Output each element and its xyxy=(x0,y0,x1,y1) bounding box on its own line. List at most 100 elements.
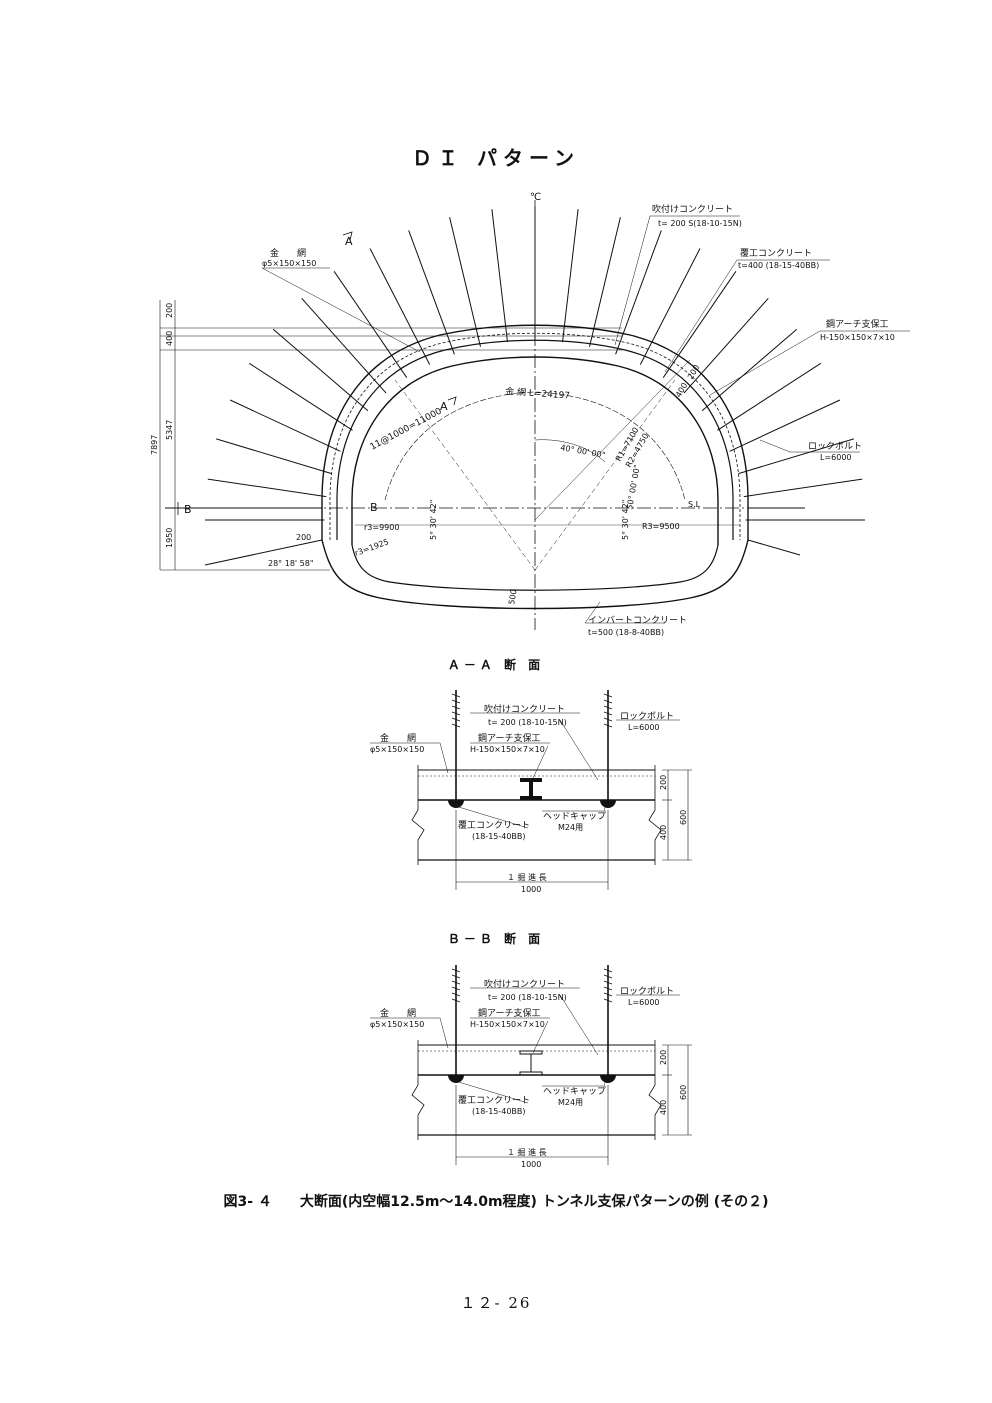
rockbolt-label: ロックボルト xyxy=(808,441,862,452)
aa-shotcrete-label: 吹付けコンクリート xyxy=(484,703,565,715)
section-aa-title: Ａ－Ａ 断 面 xyxy=(447,658,545,672)
angle-5-right-label: 5° 30' 42" xyxy=(621,500,630,540)
mesh-arc-line xyxy=(384,391,686,501)
lining-outer-line xyxy=(336,339,734,540)
rockbolt-line xyxy=(369,248,431,365)
aa-steel-label: 鋼アーチ支保工 xyxy=(478,732,540,744)
aa-lining-spec: (18-15-40BB) xyxy=(472,832,526,841)
aa-dim-400: 400 xyxy=(659,825,668,840)
bolt-threads xyxy=(451,968,613,1003)
springline-label: S.L xyxy=(688,500,701,509)
bb-mesh-label: 金 網 xyxy=(380,1007,416,1019)
rockbolt-line xyxy=(449,217,481,347)
rockbolt-line xyxy=(639,248,701,365)
rockbolt-spec: L=6000 xyxy=(820,453,852,462)
section-b-marker-mid: B xyxy=(370,501,378,514)
dim-1950: 1950 xyxy=(165,528,174,548)
section-a-marker-top: A xyxy=(345,235,353,248)
shotcrete-spec: t= 200 S(18-10-15N) xyxy=(658,219,742,228)
aa-mesh-label: 金 網 xyxy=(380,732,416,744)
shotcrete-label: 吹付けコンクリート xyxy=(652,203,733,215)
head-cap-left xyxy=(448,1075,464,1083)
dim-200-lower-left: 200 xyxy=(296,533,311,542)
invert-outer-line xyxy=(321,539,749,610)
steel-arch-label: 鋼アーチ支保工 xyxy=(826,318,888,330)
angle-40-label: 40° 00' 00" xyxy=(560,443,606,460)
bb-steel-label: 鋼アーチ支保工 xyxy=(478,1007,540,1019)
rockbolt-line xyxy=(248,362,353,431)
bb-mesh-spec: φ5×150×150 xyxy=(370,1020,424,1029)
page-title: ＤＩ パターン xyxy=(412,146,580,170)
centerline-mark: ℃ xyxy=(530,192,541,203)
head-cap-right xyxy=(600,1075,616,1083)
rockbolt-line xyxy=(729,399,841,452)
aa-mesh-spec: φ5×150×150 xyxy=(370,745,424,754)
shotcrete-band xyxy=(329,332,741,540)
page-number: １２- 26 xyxy=(460,1294,532,1312)
invert-label: インバートコンクリート xyxy=(588,615,687,626)
rockbolt-line xyxy=(738,438,854,475)
section-bb-diagram: 200 400 600 １ 掘 進 長 1000 吹付けコンクリート t= 20… xyxy=(370,965,692,1169)
figure-caption: 図3- ４ 大断面(内空幅12.5m～14.0m程度) トンネル支保パターンの例… xyxy=(223,1194,769,1210)
aa-lining-label: 覆工コンクリート xyxy=(458,820,530,831)
rockbolt-line xyxy=(683,297,769,394)
bb-headcap-label: ヘッドキャップ xyxy=(543,1086,606,1097)
dim-7897: 7897 xyxy=(150,435,159,455)
aa-rockbolt-label: ロックボルト xyxy=(620,711,674,722)
wire-mesh-spec: φ5×150×150 xyxy=(262,259,316,268)
aa-rockbolt-spec: L=6000 xyxy=(628,723,660,732)
bb-rockbolt-spec: L=6000 xyxy=(628,998,660,1007)
angle-5-left-label: 5° 30' 42" xyxy=(429,500,438,540)
steel-arch-spec: H-150×150×7×10 xyxy=(820,333,895,342)
rockbolt-line xyxy=(207,478,327,498)
invert-inner-line xyxy=(351,544,719,591)
shotcrete-outer-line xyxy=(321,324,749,540)
lining-label: 覆工コンクリート xyxy=(740,248,812,259)
aa-advance-value: 1000 xyxy=(521,885,541,894)
bb-advance-value: 1000 xyxy=(521,1160,541,1169)
dim-200-left: 200 xyxy=(165,303,174,318)
aa-dim-600: 600 xyxy=(679,810,688,825)
aa-shotcrete-spec: t= 200 (18-10-15N) xyxy=(488,718,567,727)
aa-advance-label: １ 掘 進 長 xyxy=(507,873,547,882)
wire-mesh-label: 金 網 xyxy=(270,247,306,259)
head-cap-right xyxy=(600,800,616,808)
bb-headcap-spec: M24用 xyxy=(558,1098,583,1107)
bb-dim-600: 600 xyxy=(679,1085,688,1100)
bb-dim-200: 200 xyxy=(659,1050,668,1065)
section-b-marker-left: B xyxy=(184,503,192,516)
bb-steel-spec: H-150×150×7×10 xyxy=(470,1020,545,1029)
rockbolt-line xyxy=(562,209,579,343)
aa-steel-spec: H-150×150×7×10 xyxy=(470,745,545,754)
bb-lining-label: 覆工コンクリート xyxy=(458,1095,530,1106)
invert-spec: t=500 (18-8-40BB) xyxy=(588,628,664,637)
bb-shotcrete-label: 吹付けコンクリート xyxy=(484,978,565,990)
dim-400-left: 400 xyxy=(165,331,174,346)
rockbolt-line xyxy=(747,539,801,556)
rockbolt-line xyxy=(491,209,508,343)
h-beam xyxy=(520,778,542,800)
rockbolt-line xyxy=(229,399,341,452)
bb-advance-label: １ 掘 進 長 xyxy=(507,1148,547,1157)
mesh-length-label: 金 網 L=24197 xyxy=(505,385,571,401)
rockbolt-line xyxy=(301,297,387,394)
aa-headcap-label: ヘッドキャップ xyxy=(543,811,606,822)
rockbolt-line xyxy=(662,271,737,378)
section-a-marker-mid: A xyxy=(440,400,448,413)
tunnel-cross-section-diagram: ℃ 200 400 5347 7897 1950 A A B B S.L xyxy=(150,192,910,637)
r3-small-label: r3=1925 xyxy=(354,537,390,558)
head-cap-left xyxy=(448,800,464,808)
rockbolt-line xyxy=(589,217,621,347)
bb-rockbolt-label: ロックボルト xyxy=(620,986,674,997)
r3-left-label: r3=9900 xyxy=(364,523,399,532)
bb-shotcrete-spec: t= 200 (18-10-15N) xyxy=(488,993,567,1002)
lining-inner-line xyxy=(351,356,719,545)
aa-dim-200: 200 xyxy=(659,775,668,790)
rockbolt-line xyxy=(743,478,863,498)
bolt-threads xyxy=(451,693,613,728)
lining-spec: t=400 (18-15-40BB) xyxy=(738,261,819,270)
angle-28-label: 28° 18' 58" xyxy=(268,559,314,568)
rockbolt-line xyxy=(333,271,408,378)
section-aa-diagram: 200 400 600 １ 掘 進 長 1000 吹付けコンクリート t= 20… xyxy=(370,690,692,894)
rockbolt-line xyxy=(717,362,822,431)
